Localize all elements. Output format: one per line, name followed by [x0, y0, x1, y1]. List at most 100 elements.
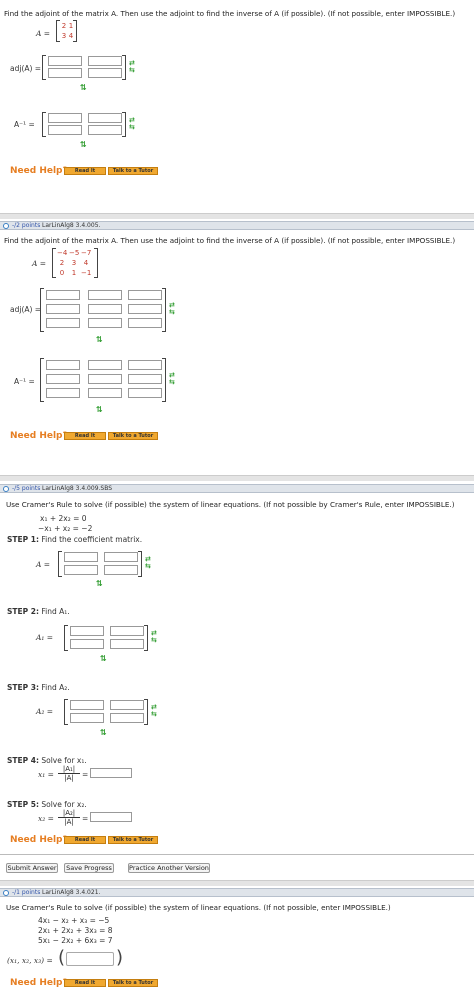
- q3-header: -/5 points LarLinAlg8 3.4.009.SBS: [0, 484, 474, 493]
- q4-answer-label: (x₁, x₂, x₃) =: [7, 956, 53, 965]
- q3-prompt: Use Cramer's Rule to solve (if possible)…: [6, 500, 455, 509]
- q3-a2-add-row-icon[interactable]: ⇅: [100, 728, 108, 737]
- q2-m11: 3: [71, 259, 77, 267]
- q3-x1-input[interactable]: [90, 768, 132, 778]
- q3-a1-add-row-icon[interactable]: ⇅: [100, 654, 108, 663]
- q2-adj-label: adj(A) =: [10, 305, 42, 314]
- save-progress-button[interactable]: Save Progress: [64, 863, 114, 873]
- q2-m10: 2: [59, 259, 65, 267]
- q2-inv-10[interactable]: [46, 374, 80, 384]
- submit-answer-button[interactable]: Submit Answer: [6, 863, 58, 873]
- q2-adj-01[interactable]: [88, 290, 122, 300]
- q2-inv-22[interactable]: [128, 388, 162, 398]
- q3-a-add-row-icon[interactable]: ⇅: [96, 579, 104, 588]
- q1-inv-01[interactable]: [88, 113, 122, 123]
- q2-prompt: Find the adjoint of the matrix A. Then u…: [4, 236, 456, 245]
- q1-adj-00[interactable]: [48, 56, 82, 66]
- q3-x1-denominator: |A|: [64, 774, 74, 782]
- q3-step2-text: Find A₁.: [41, 607, 70, 616]
- q4-answer-input[interactable]: [66, 952, 114, 966]
- q1-adj-add-row-icon[interactable]: ⇅: [80, 83, 88, 92]
- q2-adj-00[interactable]: [46, 290, 80, 300]
- q2-inv-21[interactable]: [88, 388, 122, 398]
- q2-inv-12[interactable]: [128, 374, 162, 384]
- q3-a-11[interactable]: [104, 565, 138, 575]
- q2-adj-10[interactable]: [46, 304, 80, 314]
- q3-a-add-col-icon[interactable]: ⇄⇆: [145, 555, 151, 570]
- q4-points: -/1 points: [12, 889, 41, 896]
- q3-tutor-button[interactable]: Talk to a Tutor: [108, 836, 158, 844]
- q1-inv-add-row-icon[interactable]: ⇅: [80, 140, 88, 149]
- q4-open-paren: (: [58, 947, 66, 968]
- q1-adj-11[interactable]: [88, 68, 122, 78]
- q3-a-01[interactable]: [104, 552, 138, 562]
- q3-a1-01[interactable]: [110, 626, 144, 636]
- q1-m10: 3: [61, 32, 67, 40]
- q1-prompt: Find the adjoint of the matrix A. Then u…: [4, 9, 456, 18]
- q3-eq1: x₁ + 2x₂ = 0: [40, 514, 87, 523]
- q1-adj-add-col-icon[interactable]: ⇄⇆: [129, 59, 135, 74]
- q3-x2-numerator: |A₂|: [58, 809, 80, 818]
- q3-a2-01[interactable]: [110, 700, 144, 710]
- q3-eq2: −x₁ + x₂ = −2: [38, 524, 93, 533]
- q1-inv-11[interactable]: [88, 125, 122, 135]
- q4-eq1: 4x₁ − x₂ + x₃ = −5: [38, 916, 110, 925]
- q2-adj-add-col-icon[interactable]: ⇄⇆: [169, 301, 175, 316]
- q2-m00: −4: [57, 249, 68, 257]
- q2-inv-01[interactable]: [88, 360, 122, 370]
- q2-adj-add-row-icon[interactable]: ⇅: [96, 335, 104, 344]
- q4-expand-icon[interactable]: [3, 890, 9, 896]
- q2-m12: 4: [83, 259, 89, 267]
- q1-m00: 2: [61, 22, 67, 30]
- q4-prompt: Use Cramer's Rule to solve (if possible)…: [6, 903, 391, 912]
- q3-a1-add-col-icon[interactable]: ⇄⇆: [151, 629, 157, 644]
- q2-adj-02[interactable]: [128, 290, 162, 300]
- q2-adj-20[interactable]: [46, 318, 80, 328]
- practice-another-button[interactable]: Practice Another Version: [128, 863, 210, 873]
- q3-a2-add-col-icon[interactable]: ⇄⇆: [151, 703, 157, 718]
- q2-header: -/2 points LarLinAlg8 3.4.005.: [0, 221, 474, 230]
- q1-tutor-button[interactable]: Talk to a Tutor: [108, 167, 158, 175]
- q4-tutor-button[interactable]: Talk to a Tutor: [108, 979, 158, 987]
- q1-m11: 4: [68, 32, 74, 40]
- q3-a2-10[interactable]: [70, 713, 104, 723]
- q1-inv-add-col-icon[interactable]: ⇄⇆: [129, 116, 135, 131]
- q1-inv-00[interactable]: [48, 113, 82, 123]
- q3-read-it-button[interactable]: Read It: [64, 836, 106, 844]
- q3-x1-fraction: |A₁| |A|: [58, 765, 80, 782]
- q1-inv-10[interactable]: [48, 125, 82, 135]
- q2-inv-20[interactable]: [46, 388, 80, 398]
- q2-adj-22[interactable]: [128, 318, 162, 328]
- q2-adj-12[interactable]: [128, 304, 162, 314]
- q3-a2-label: A₂ =: [36, 707, 54, 716]
- q3-a2-00[interactable]: [70, 700, 104, 710]
- q2-matrix-label: A =: [32, 259, 47, 268]
- q3-x1-equals: =: [82, 770, 89, 779]
- q2-inv-add-col-icon[interactable]: ⇄⇆: [169, 371, 175, 386]
- q3-a-00[interactable]: [64, 552, 98, 562]
- q2-inv-add-row-icon[interactable]: ⇅: [96, 405, 104, 414]
- q2-inv-02[interactable]: [128, 360, 162, 370]
- q3-step4-label: STEP 4:: [7, 756, 39, 765]
- q2-adj-11[interactable]: [88, 304, 122, 314]
- q3-a2-11[interactable]: [110, 713, 144, 723]
- q2-inv-11[interactable]: [88, 374, 122, 384]
- q2-tutor-button[interactable]: Talk to a Tutor: [108, 432, 158, 440]
- q1-adj-01[interactable]: [88, 56, 122, 66]
- q3-a1-11[interactable]: [110, 639, 144, 649]
- q2-inv-label: A⁻¹ =: [14, 377, 35, 386]
- q2-read-it-button[interactable]: Read It: [64, 432, 106, 440]
- q3-points: -/5 points: [12, 485, 41, 492]
- q2-adj-21[interactable]: [88, 318, 122, 328]
- q3-expand-icon[interactable]: [3, 486, 9, 492]
- q3-a-10[interactable]: [64, 565, 98, 575]
- q1-read-it-button[interactable]: Read It: [64, 167, 106, 175]
- q3-a1-10[interactable]: [70, 639, 104, 649]
- q3-a1-00[interactable]: [70, 626, 104, 636]
- q4-read-it-button[interactable]: Read It: [64, 979, 106, 987]
- q2-inv-00[interactable]: [46, 360, 80, 370]
- q2-expand-icon[interactable]: [3, 223, 9, 229]
- q1-adj-10[interactable]: [48, 68, 82, 78]
- q3-step4-text: Solve for x₁.: [41, 756, 87, 765]
- q3-x2-input[interactable]: [90, 812, 132, 822]
